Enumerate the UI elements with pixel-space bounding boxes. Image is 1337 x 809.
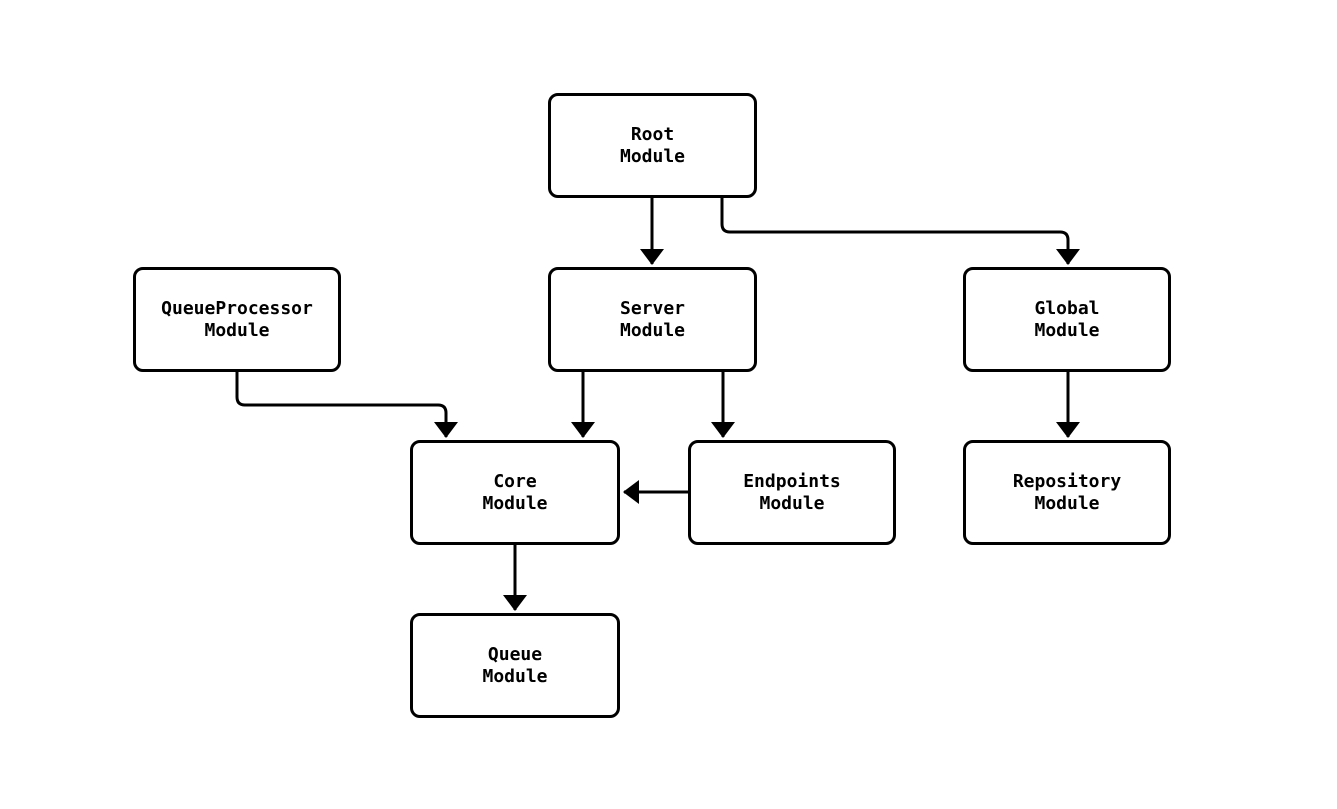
node-label-line: Module bbox=[204, 319, 270, 341]
edge-root-global bbox=[720, 198, 1080, 265]
node-label-line: Endpoints bbox=[743, 470, 841, 492]
node-label-line: Module bbox=[482, 492, 548, 514]
node-root-module: Root Module bbox=[548, 93, 757, 198]
node-label-line: Module bbox=[1034, 319, 1100, 341]
node-global-module: Global Module bbox=[963, 267, 1171, 372]
node-label-line: Module bbox=[619, 319, 686, 341]
node-label-line: Server bbox=[619, 297, 686, 319]
node-repository-module: Repository Module bbox=[963, 440, 1171, 545]
node-label-line: Root bbox=[630, 123, 675, 145]
node-endpoints-module: Endpoints Module bbox=[688, 440, 896, 545]
edge-queueprocessor-core bbox=[235, 372, 458, 438]
node-label-line: Module bbox=[482, 665, 548, 687]
node-label-line: Module bbox=[759, 492, 825, 514]
node-label-line: Queue bbox=[487, 643, 543, 665]
node-queue-module: Queue Module bbox=[410, 613, 620, 718]
node-server-module: Server Module bbox=[548, 267, 757, 372]
node-label-line: Module bbox=[1034, 492, 1100, 514]
node-core-module: Core Module bbox=[410, 440, 620, 545]
node-label-line: QueueProcessor bbox=[161, 297, 313, 319]
node-label-line: Module bbox=[619, 145, 686, 167]
node-label-line: Repository bbox=[1012, 470, 1122, 492]
node-label-line: Global bbox=[1034, 297, 1100, 319]
node-queueprocessor-module: QueueProcessor Module bbox=[133, 267, 341, 372]
node-label-line: Core bbox=[493, 470, 537, 492]
